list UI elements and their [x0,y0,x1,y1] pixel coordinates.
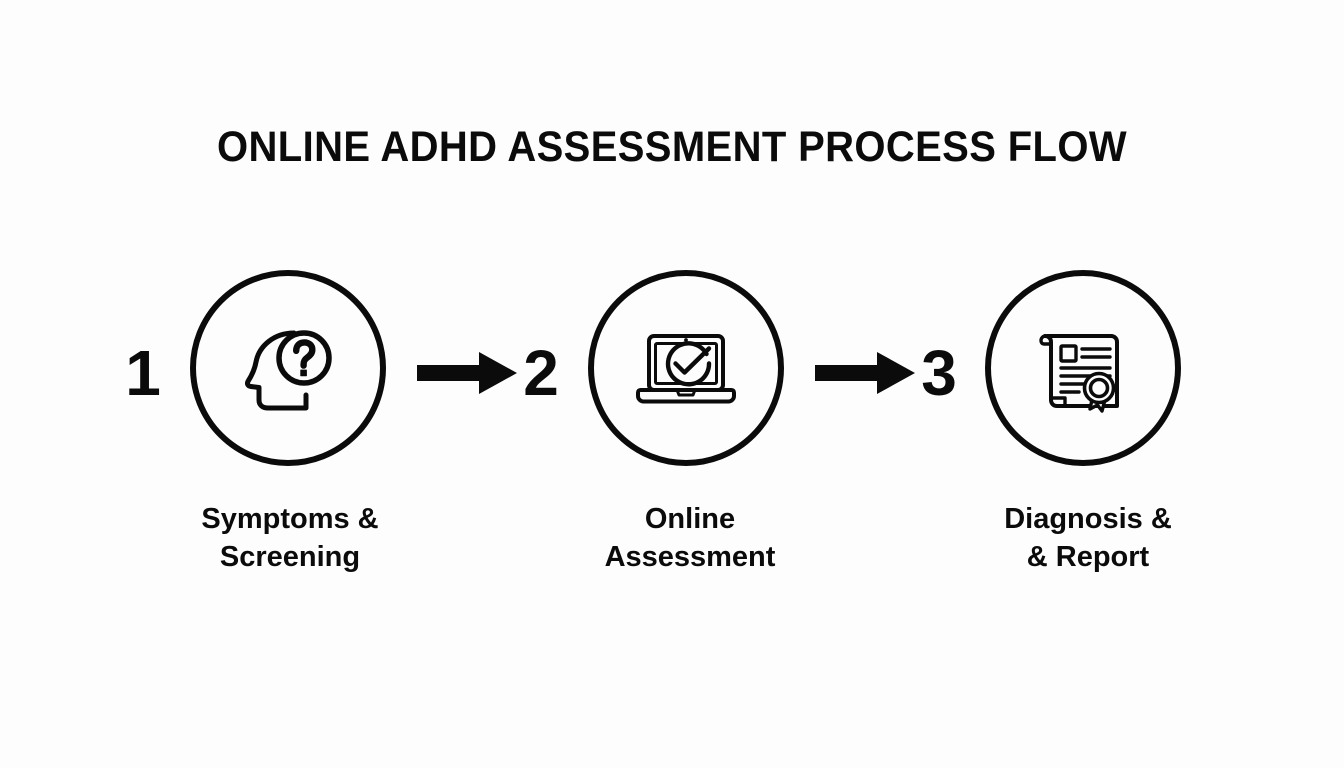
step-2-circle [588,270,784,466]
step-3[interactable]: 3 [916,268,1190,478]
step-2-label-line-1: Online [644,503,736,535]
step-1-label-line-1: Symptoms & [201,503,379,535]
step-3-label-line-1: Diagnosis & [1004,503,1172,535]
step-1[interactable]: 1 [120,268,390,478]
flow-row: 1 2 [0,268,1344,478]
step-2[interactable]: 2 [518,268,793,478]
step-2-label: Online Assessment [530,500,850,576]
title-block: ONLINE ADHD ASSESSMENT PROCESS FLOW [0,123,1344,171]
step-1-number: 1 [125,337,161,409]
step-1-circle [190,270,386,466]
labels-row: Symptoms & Screening Online Assessment D… [0,500,1344,590]
step-1-label: Symptoms & Screening [130,500,450,576]
head-question-mark-icon [244,330,332,411]
arrow-step-2-to-3 [815,352,915,394]
step-1-label-line-2: Screening [219,541,361,573]
page-title: ONLINE ADHD ASSESSMENT PROCESS FLOW [217,123,1127,171]
step-3-label: Diagnosis & & Report [928,500,1248,576]
arrow-step-1-to-2 [417,352,517,394]
step-2-label-line-2: Assessment [604,541,776,573]
step-3-circle [985,270,1181,466]
laptop-checkmark-icon [636,334,736,404]
step-2-number: 2 [523,337,559,409]
step-3-number: 3 [921,337,957,409]
step-3-label-line-2: & Report [1026,541,1150,573]
certificate-seal-icon [1039,334,1119,413]
